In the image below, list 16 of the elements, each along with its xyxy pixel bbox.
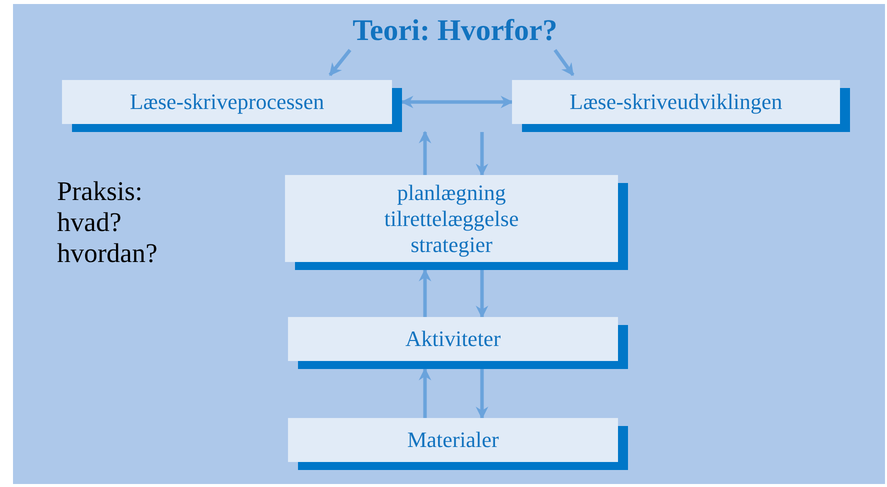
label-text: Praksis: hvad? hvordan? [57,176,158,269]
text-box: planlægning tilrettelæggelse strategier [285,175,618,262]
arrow [418,368,432,418]
arrow [476,132,488,176]
arrow [328,48,352,76]
arrow [554,48,574,76]
heading-text: Teori: Hvorfor? [352,14,558,48]
arrow [400,96,514,108]
text-box: Læse-skriveprocessen [62,80,392,124]
arrow [476,270,488,318]
arrow [476,369,488,420]
text-box: Aktiviteter [288,317,618,361]
arrow [418,130,432,175]
text-box: Materialer [288,418,618,462]
text-box: Læse-skriveudviklingen [512,80,840,124]
arrow [418,268,432,317]
